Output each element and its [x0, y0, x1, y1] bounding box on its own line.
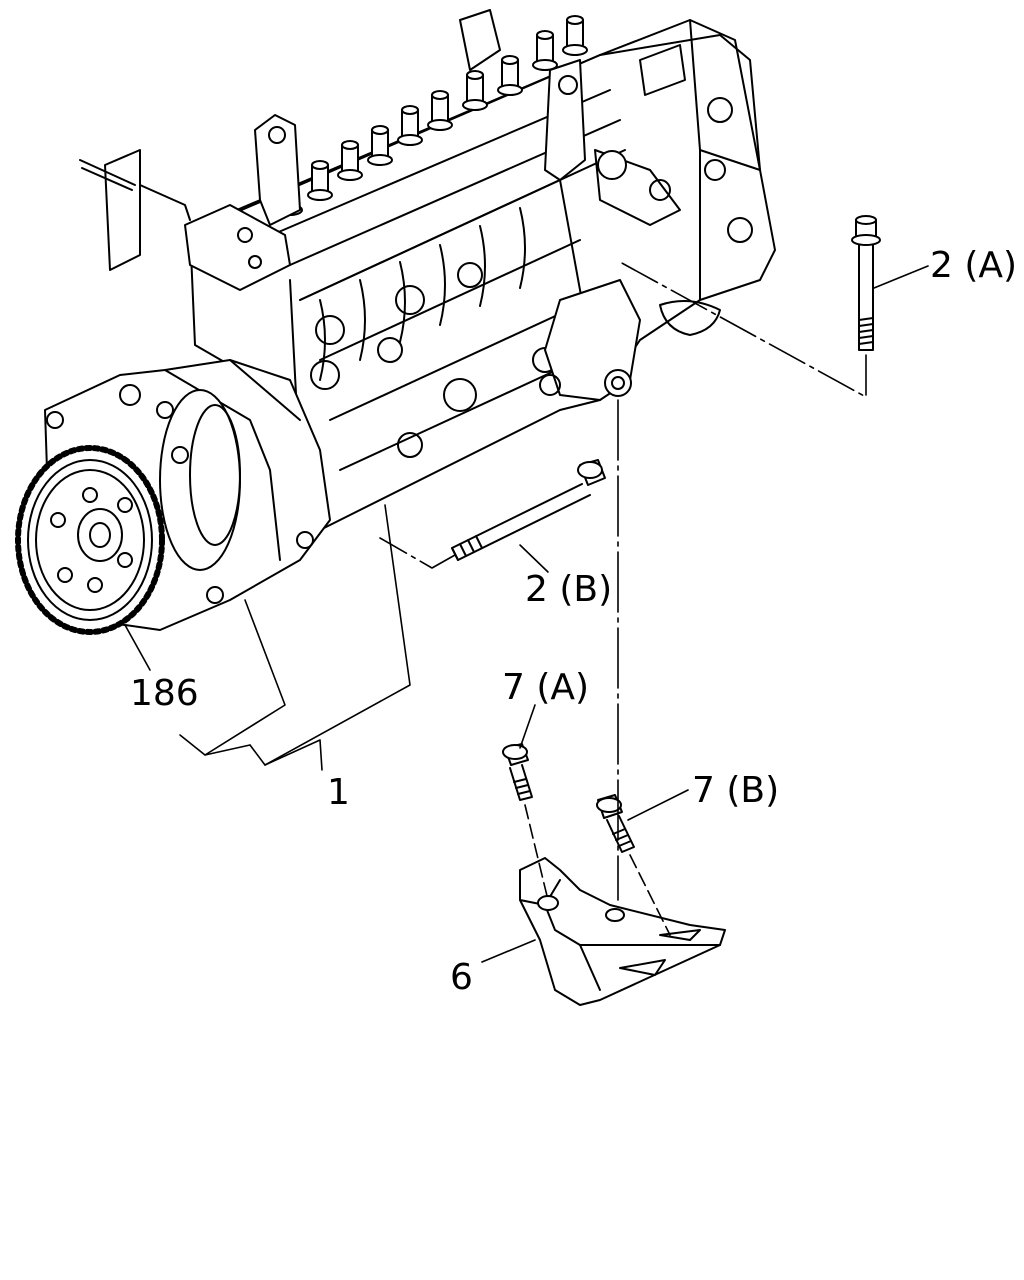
timer-gear-assembly — [18, 360, 330, 632]
callout-1: 1 — [327, 772, 350, 813]
plunger-barrels — [320, 208, 525, 380]
bolt-7b — [597, 795, 634, 852]
leader-lines — [125, 262, 928, 962]
bolt-2a — [852, 216, 880, 350]
callout-2a: 2 (A) — [930, 245, 1018, 286]
callout-186: 186 — [130, 673, 199, 714]
callout-7a: 7 (A) — [502, 667, 590, 708]
bolt-2b — [452, 460, 605, 560]
injection-pump-assembly — [80, 10, 775, 530]
callout-2b: 2 (B) — [525, 569, 613, 610]
callout-6: 6 — [450, 957, 473, 998]
callout-7b: 7 (B) — [692, 770, 780, 811]
mounting-bracket-6 — [520, 858, 725, 1005]
bolt-7a — [503, 744, 532, 800]
